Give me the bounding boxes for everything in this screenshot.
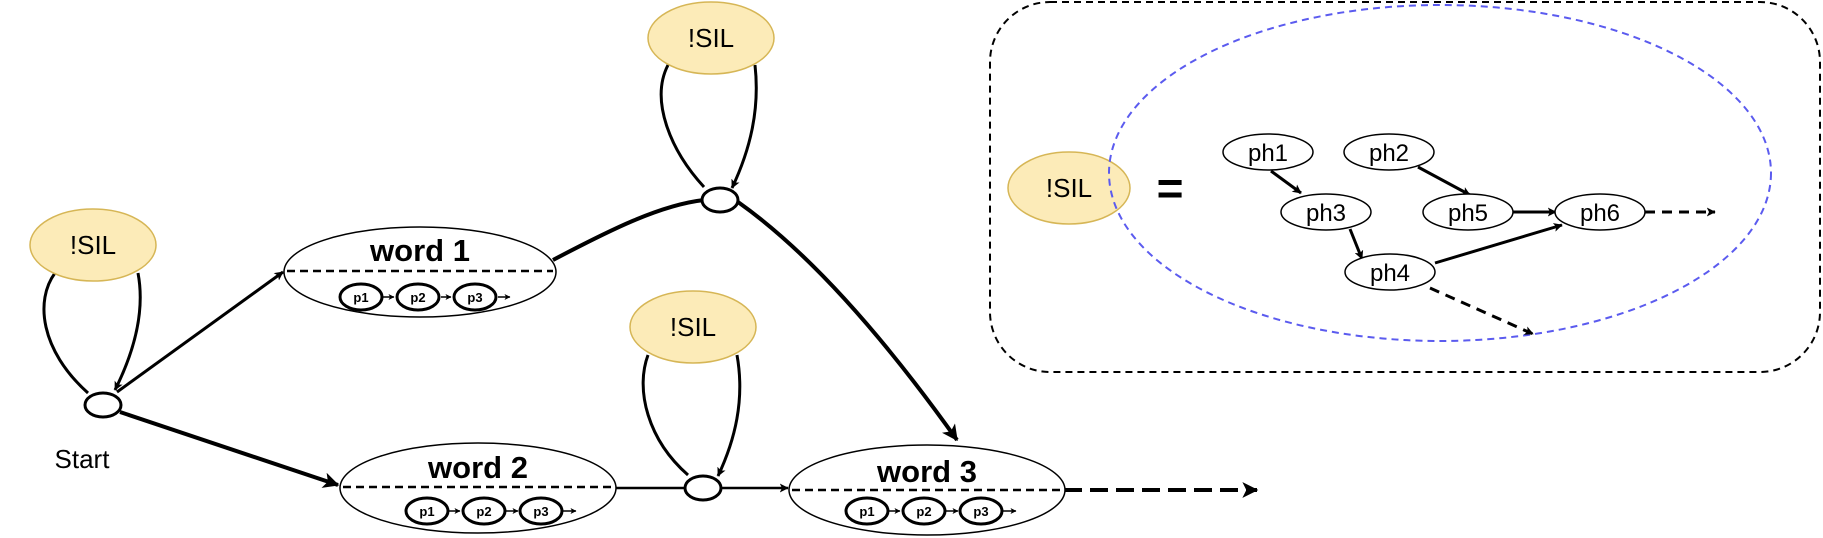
phone-label: p3 [467, 290, 482, 305]
edge-ph4-exit [1429, 286, 1534, 336]
ph2-node: ph2 [1343, 133, 1435, 171]
ph1-node: ph1 [1222, 133, 1314, 171]
sil-label: !SIL [670, 312, 716, 342]
ph3-node: ph3 [1280, 193, 1372, 231]
legend-sil-node [1007, 151, 1131, 225]
legend-box [989, 1, 1821, 373]
edge-word1-junction [552, 198, 705, 262]
phone-label: p1 [353, 290, 368, 305]
start-node [83, 391, 123, 419]
word3-label: word 3 [876, 454, 977, 489]
sil-label: !SIL [70, 230, 116, 260]
phone-label: p1 [859, 504, 874, 519]
edge-ph4-ph6 [1434, 223, 1563, 265]
word1-label: word 1 [369, 233, 470, 268]
sil-node-top: !SIL [647, 1, 775, 75]
edge-junction-word3 [736, 200, 959, 442]
sil-internal-boundary [1108, 4, 1772, 342]
ph6-node: ph6 [1554, 193, 1646, 231]
ph4-node: ph4 [1344, 253, 1436, 291]
phone-label: p3 [973, 504, 988, 519]
phone-label: p2 [916, 504, 931, 519]
edge-junction-bottom-sil-loop [641, 354, 742, 476]
start-label: Start [55, 444, 111, 474]
word2-label: word 2 [427, 450, 528, 485]
edge-ph1-ph3 [1270, 169, 1302, 195]
junction-top-node [700, 186, 740, 214]
sil-label: !SIL [688, 23, 734, 53]
phone-label: p3 [533, 504, 548, 519]
sil-node-bottom: !SIL [629, 290, 757, 364]
edge-junction-top-sil-loop [659, 64, 758, 188]
equals-sign: = [1157, 162, 1184, 214]
sil-node-start: !SIL [29, 208, 157, 282]
ph2-label: ph2 [1369, 140, 1409, 167]
phone-label: p2 [476, 504, 491, 519]
word2-node: word 2 p1 p2 p3 [339, 442, 617, 534]
ph5-label: ph5 [1448, 200, 1488, 227]
edge-start-word1 [116, 270, 284, 394]
ph3-label: ph3 [1306, 200, 1346, 227]
ph6-label: ph6 [1580, 200, 1620, 227]
junction-bottom-node [683, 474, 723, 502]
edge-start-word2 [119, 410, 340, 488]
phone-label: p1 [419, 504, 434, 519]
word1-node: word 1 p1 p2 p3 [283, 226, 557, 318]
ph1-label: ph1 [1248, 140, 1288, 167]
phone-label: p2 [410, 290, 425, 305]
legend-sil-label: !SIL [1046, 173, 1092, 203]
edge-ph3-ph4 [1348, 228, 1364, 260]
edge-start-sil-loop [42, 272, 142, 393]
ph4-label: ph4 [1370, 260, 1410, 287]
word3-node: word 3 p1 p2 p3 [788, 444, 1066, 536]
edge-ph2-ph5 [1417, 165, 1471, 197]
ph5-node: ph5 [1422, 193, 1514, 231]
